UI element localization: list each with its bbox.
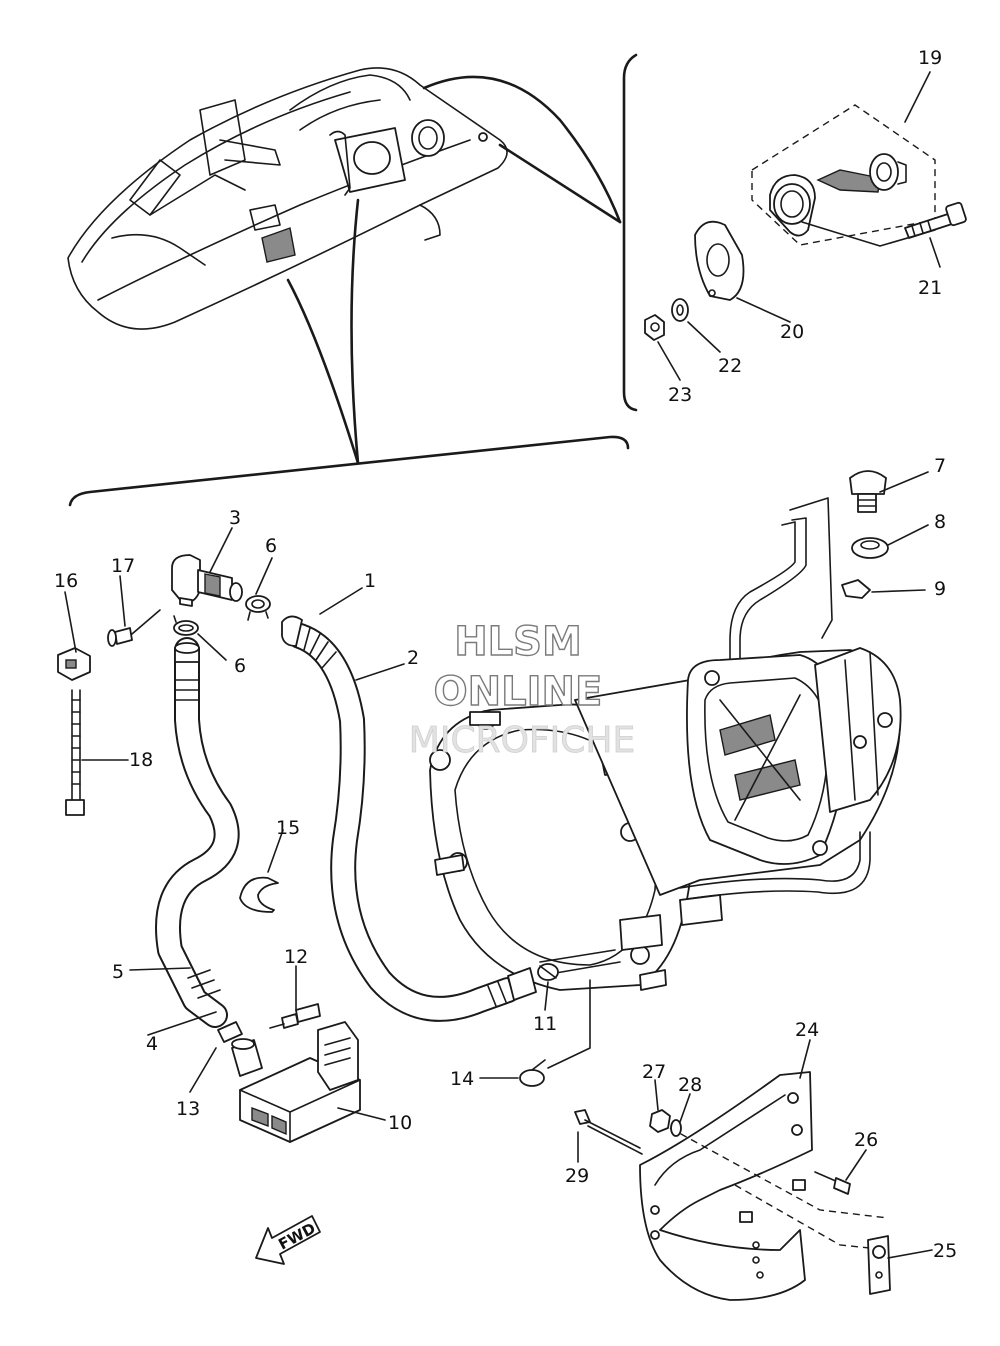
callout-labels: 1 2 3 4 5 6 6 7 8 9 10 11 12 13 14 15 16… — [54, 47, 957, 1262]
hose-5-inner — [157, 639, 238, 1026]
washer-8 — [851, 537, 889, 559]
clamp-6-upper — [245, 595, 271, 621]
callout-6-lower: 6 — [234, 655, 246, 677]
fwd-direction-arrow: FWD — [255, 1215, 321, 1265]
callout-4: 4 — [146, 1033, 158, 1055]
callout-25: 25 — [933, 1240, 957, 1262]
hose-end-4 — [217, 1021, 243, 1043]
watermark-line-2: ONLINE — [434, 669, 603, 715]
pointer-line-to-vent — [422, 75, 622, 224]
guard-plate-24 — [639, 1071, 813, 1301]
cable-tie-29 — [574, 1109, 643, 1155]
clip-9 — [841, 579, 871, 599]
rivet-17 — [107, 609, 161, 647]
leader-line-14 — [547, 979, 591, 1069]
callout-6-upper: 6 — [265, 535, 277, 557]
bracket-25 — [867, 1235, 891, 1295]
callout-12: 12 — [284, 946, 308, 968]
callout-21: 21 — [918, 277, 942, 299]
callout-16: 16 — [54, 570, 78, 592]
hose-2-fitting — [507, 967, 537, 1001]
callout-10: 10 — [388, 1112, 412, 1134]
callout-28: 28 — [678, 1074, 702, 1096]
callout-19: 19 — [918, 47, 942, 69]
callout-3: 3 — [229, 507, 241, 529]
vent-assembly-19 — [751, 104, 936, 246]
callout-29: 29 — [565, 1165, 589, 1187]
pointer-line-to-main-2 — [350, 198, 360, 465]
plug-7 — [849, 470, 887, 513]
washer-22 — [671, 298, 689, 322]
callout-20: 20 — [780, 321, 804, 343]
hose-5-top-opening — [174, 642, 200, 654]
callout-5: 5 — [112, 961, 124, 983]
callout-11: 11 — [533, 1013, 557, 1035]
pad-15 — [239, 876, 279, 913]
jet-pump-housing — [429, 517, 902, 991]
leader-lines-vent — [657, 71, 941, 381]
clip-14 — [519, 1059, 546, 1087]
callout-15: 15 — [276, 817, 300, 839]
control-module-10 — [239, 1021, 361, 1143]
watermark-line-3: MICROFICHE — [409, 720, 635, 761]
callout-23: 23 — [668, 384, 692, 406]
leader-lines-7-9 — [871, 471, 929, 593]
pointer-line-to-vent-2 — [498, 143, 622, 224]
leader-lines-main — [64, 527, 933, 1259]
nut-23 — [644, 314, 665, 341]
hose-5-ribs — [174, 679, 221, 999]
hose-13 — [231, 1038, 263, 1077]
callout-26: 26 — [854, 1129, 878, 1151]
bracket-line-7-9 — [789, 497, 833, 639]
callout-17: 17 — [111, 555, 135, 577]
rivet-26 — [814, 1171, 851, 1195]
detail-bracket-main — [68, 435, 630, 507]
washer-28 — [670, 1119, 682, 1137]
hose-2-inner — [289, 625, 519, 1020]
clamp-11 — [537, 963, 559, 981]
detail-bracket-top-right — [622, 53, 638, 412]
callout-1: 1 — [364, 570, 376, 592]
callout-9: 9 — [934, 578, 946, 600]
watercraft-overview — [67, 67, 508, 330]
clamp-6-lower — [173, 615, 199, 636]
callout-14: 14 — [450, 1068, 474, 1090]
callout-7: 7 — [934, 455, 946, 477]
callout-8: 8 — [934, 511, 946, 533]
watermark: HLSM ONLINE MICROFICHE — [408, 618, 635, 761]
callout-2: 2 — [407, 647, 419, 669]
callout-18: 18 — [129, 749, 153, 771]
watermark-line-1: HLSM — [454, 619, 582, 665]
nut-27 — [649, 1109, 671, 1133]
fitting-3 — [171, 554, 243, 607]
cable-tie-18 — [65, 689, 85, 816]
callout-27: 27 — [642, 1061, 666, 1083]
callout-24: 24 — [795, 1019, 819, 1041]
bolt-21 — [904, 201, 967, 239]
callout-22: 22 — [718, 355, 742, 377]
pointer-line-to-main-1 — [286, 278, 360, 465]
holder-16 — [57, 647, 91, 681]
hose-1-end — [281, 615, 303, 647]
guard-dashed-lines — [669, 1127, 889, 1249]
rivet-12 — [269, 1003, 321, 1029]
gasket-20 — [694, 220, 745, 301]
callout-13: 13 — [176, 1098, 200, 1120]
